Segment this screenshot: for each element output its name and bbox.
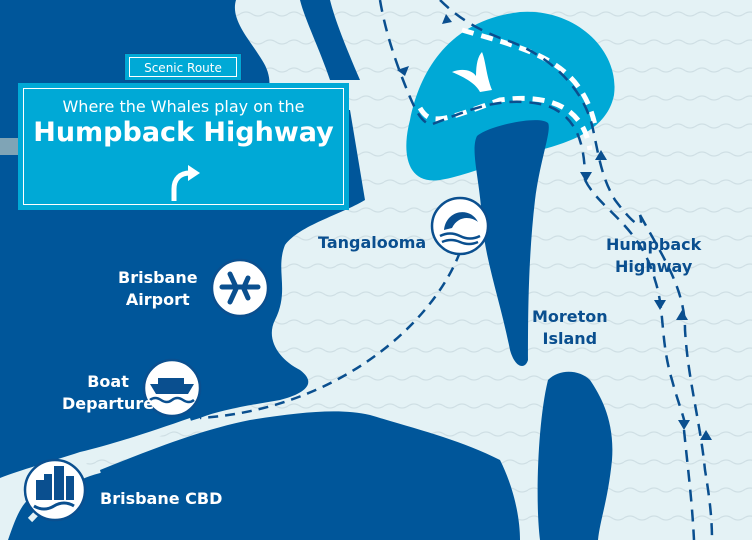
scenic-route-tag: Scenic Route bbox=[124, 53, 242, 81]
turn-right-arrow-icon bbox=[171, 165, 200, 201]
route-arrows bbox=[397, 14, 712, 440]
tangalooma-dolphin-icon bbox=[430, 196, 490, 256]
city-buildings-icon bbox=[23, 458, 87, 522]
ferry-route bbox=[199, 251, 462, 420]
airport-plane-icon bbox=[210, 258, 270, 318]
boat-ferry-icon bbox=[142, 358, 202, 418]
humpback-highway-route bbox=[378, 0, 714, 540]
sign-post bbox=[0, 138, 18, 155]
scenic-route-text: Scenic Route bbox=[129, 57, 237, 77]
sign-subtitle: Where the Whales play on the bbox=[62, 97, 305, 116]
label-tangalooma: Tangalooma bbox=[318, 233, 427, 252]
mainland-point bbox=[300, 0, 360, 80]
whale-route-outline bbox=[417, 27, 598, 151]
sign-title: Humpback Highway bbox=[33, 117, 334, 148]
whale-watching-zone bbox=[406, 11, 615, 181]
southern-land bbox=[0, 411, 520, 540]
moreton-island bbox=[474, 120, 549, 366]
whale-tail-icon bbox=[452, 52, 492, 92]
highway-sign: Where the Whales play on the Humpback Hi… bbox=[18, 83, 349, 210]
stradbroke-island bbox=[537, 371, 613, 540]
label-brisbane-cbd: Brisbane CBD bbox=[100, 489, 223, 508]
